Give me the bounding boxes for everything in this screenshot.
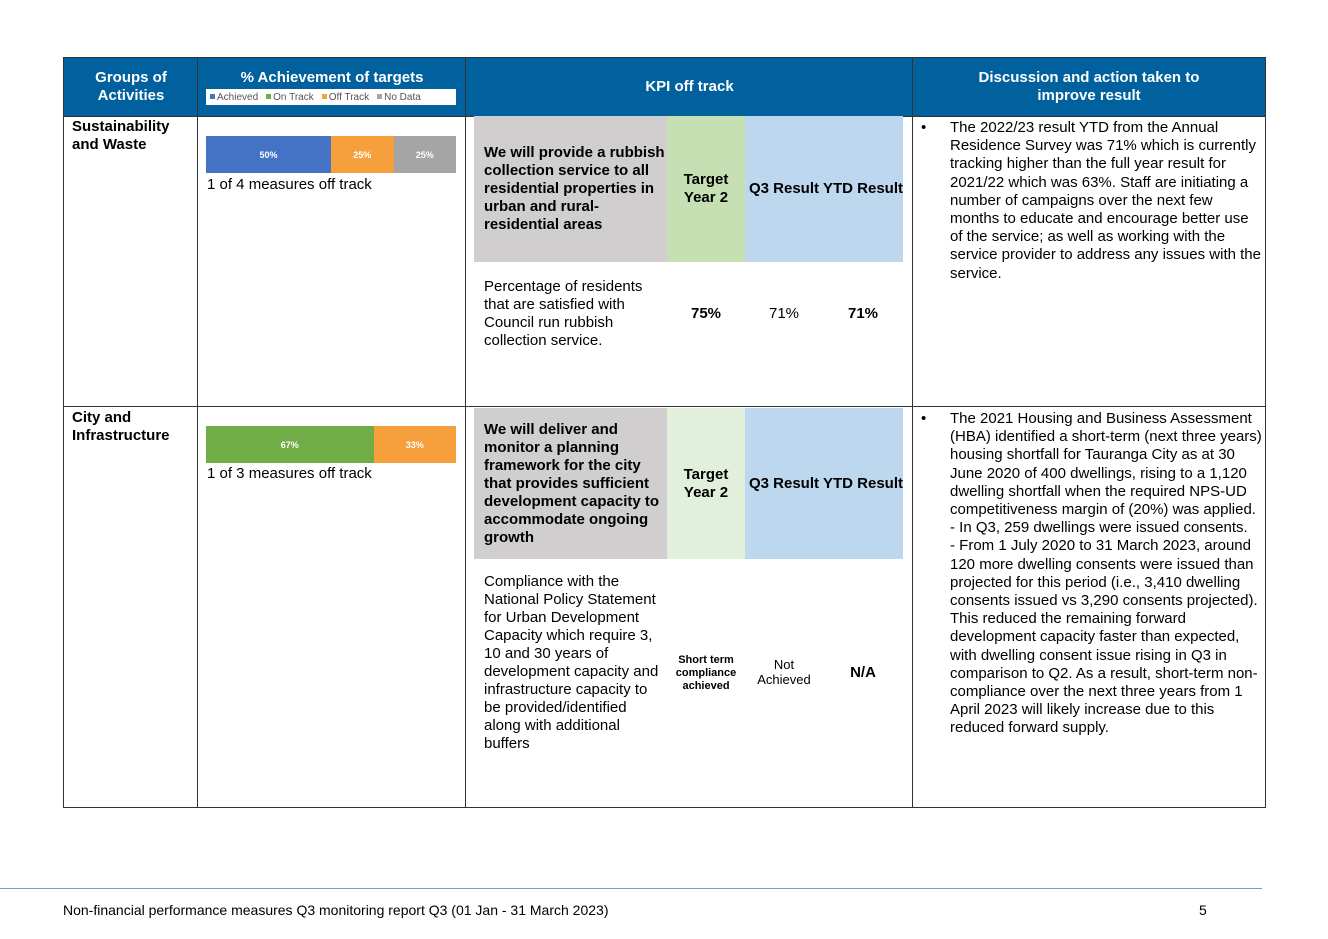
group-name: Sustainability and Waste: [72, 118, 170, 153]
legend-label: Achieved: [217, 91, 259, 103]
legend-label: On Track: [273, 91, 314, 103]
legend-label: Off Track: [328, 91, 370, 103]
legend-item: Off Track: [321, 91, 370, 103]
bar-segment: 67%: [206, 426, 374, 463]
col-ytd: YTD Result: [823, 408, 903, 559]
col-q3: Q3 Result: [745, 116, 823, 262]
col-q3: Q3 Result: [745, 408, 823, 559]
off-track-count: 1 of 3 measures off track: [207, 465, 372, 482]
page-number: 5: [1199, 902, 1207, 918]
bar-segment: 33%: [373, 426, 456, 463]
kpi-header: We will deliver and monitor a planning f…: [474, 408, 903, 559]
legend-swatch: [377, 94, 383, 100]
bar-segment: 25%: [393, 136, 456, 173]
footer-divider: [0, 888, 1262, 889]
achievement-legend: Achieved On Track Off Track No Data: [206, 89, 456, 105]
measure-description: Compliance with the National Policy Stat…: [484, 573, 659, 752]
discussion-text: The 2021 Housing and Business Assessment…: [950, 410, 1262, 737]
header-groups: Groups of Activities: [64, 58, 198, 116]
col-target: Target Year 2: [667, 116, 745, 262]
footer-text: Non-financial performance measures Q3 mo…: [63, 902, 609, 918]
target-value: Short term compliance achieved: [675, 654, 737, 692]
achievement-bar: 50%25%25%: [206, 136, 456, 173]
measure-description: Percentage of residents that are satisfi…: [484, 278, 643, 349]
kpi-header: We will provide a rubbish collection ser…: [474, 116, 903, 262]
col-ytd: YTD Result: [823, 116, 903, 262]
legend-item: On Track: [266, 92, 314, 103]
bullet-icon: •: [921, 410, 927, 427]
col-target: Target Year 2: [667, 408, 745, 559]
legend-swatch: [210, 94, 215, 100]
legend-label: No Data: [384, 91, 421, 103]
legend-swatch: [321, 94, 327, 100]
legend-item: Achieved: [210, 92, 258, 103]
header-discussion: Discussion and action taken to improve r…: [913, 58, 1265, 116]
legend-swatch: [266, 94, 272, 100]
achievement-bar: 67%33%: [206, 426, 456, 463]
ytd-value: 71%: [847, 305, 879, 322]
kpi-title: We will deliver and monitor a planning f…: [474, 408, 667, 559]
discussion-text: The 2022/23 result YTD from the Annual R…: [950, 119, 1261, 282]
header-kpi: KPI off track: [466, 58, 913, 116]
kpi-table: Groups of Activities % Achievement of ta…: [63, 57, 1266, 808]
legend-item: No Data: [377, 92, 421, 103]
bar-segment: 50%: [206, 136, 331, 173]
ytd-value: N/A: [850, 664, 876, 681]
bullet-icon: •: [921, 119, 927, 136]
off-track-count: 1 of 4 measures off track: [207, 176, 372, 193]
kpi-title: We will provide a rubbish collection ser…: [474, 116, 667, 262]
bar-segment: 25%: [331, 136, 394, 173]
q3-value: Not Achieved: [757, 657, 811, 687]
group-name: City and Infrastructure: [72, 409, 170, 444]
target-value: 75%: [690, 305, 722, 322]
q3-value: 71%: [768, 305, 800, 322]
header-achievement: % Achievement of targets: [198, 58, 466, 116]
